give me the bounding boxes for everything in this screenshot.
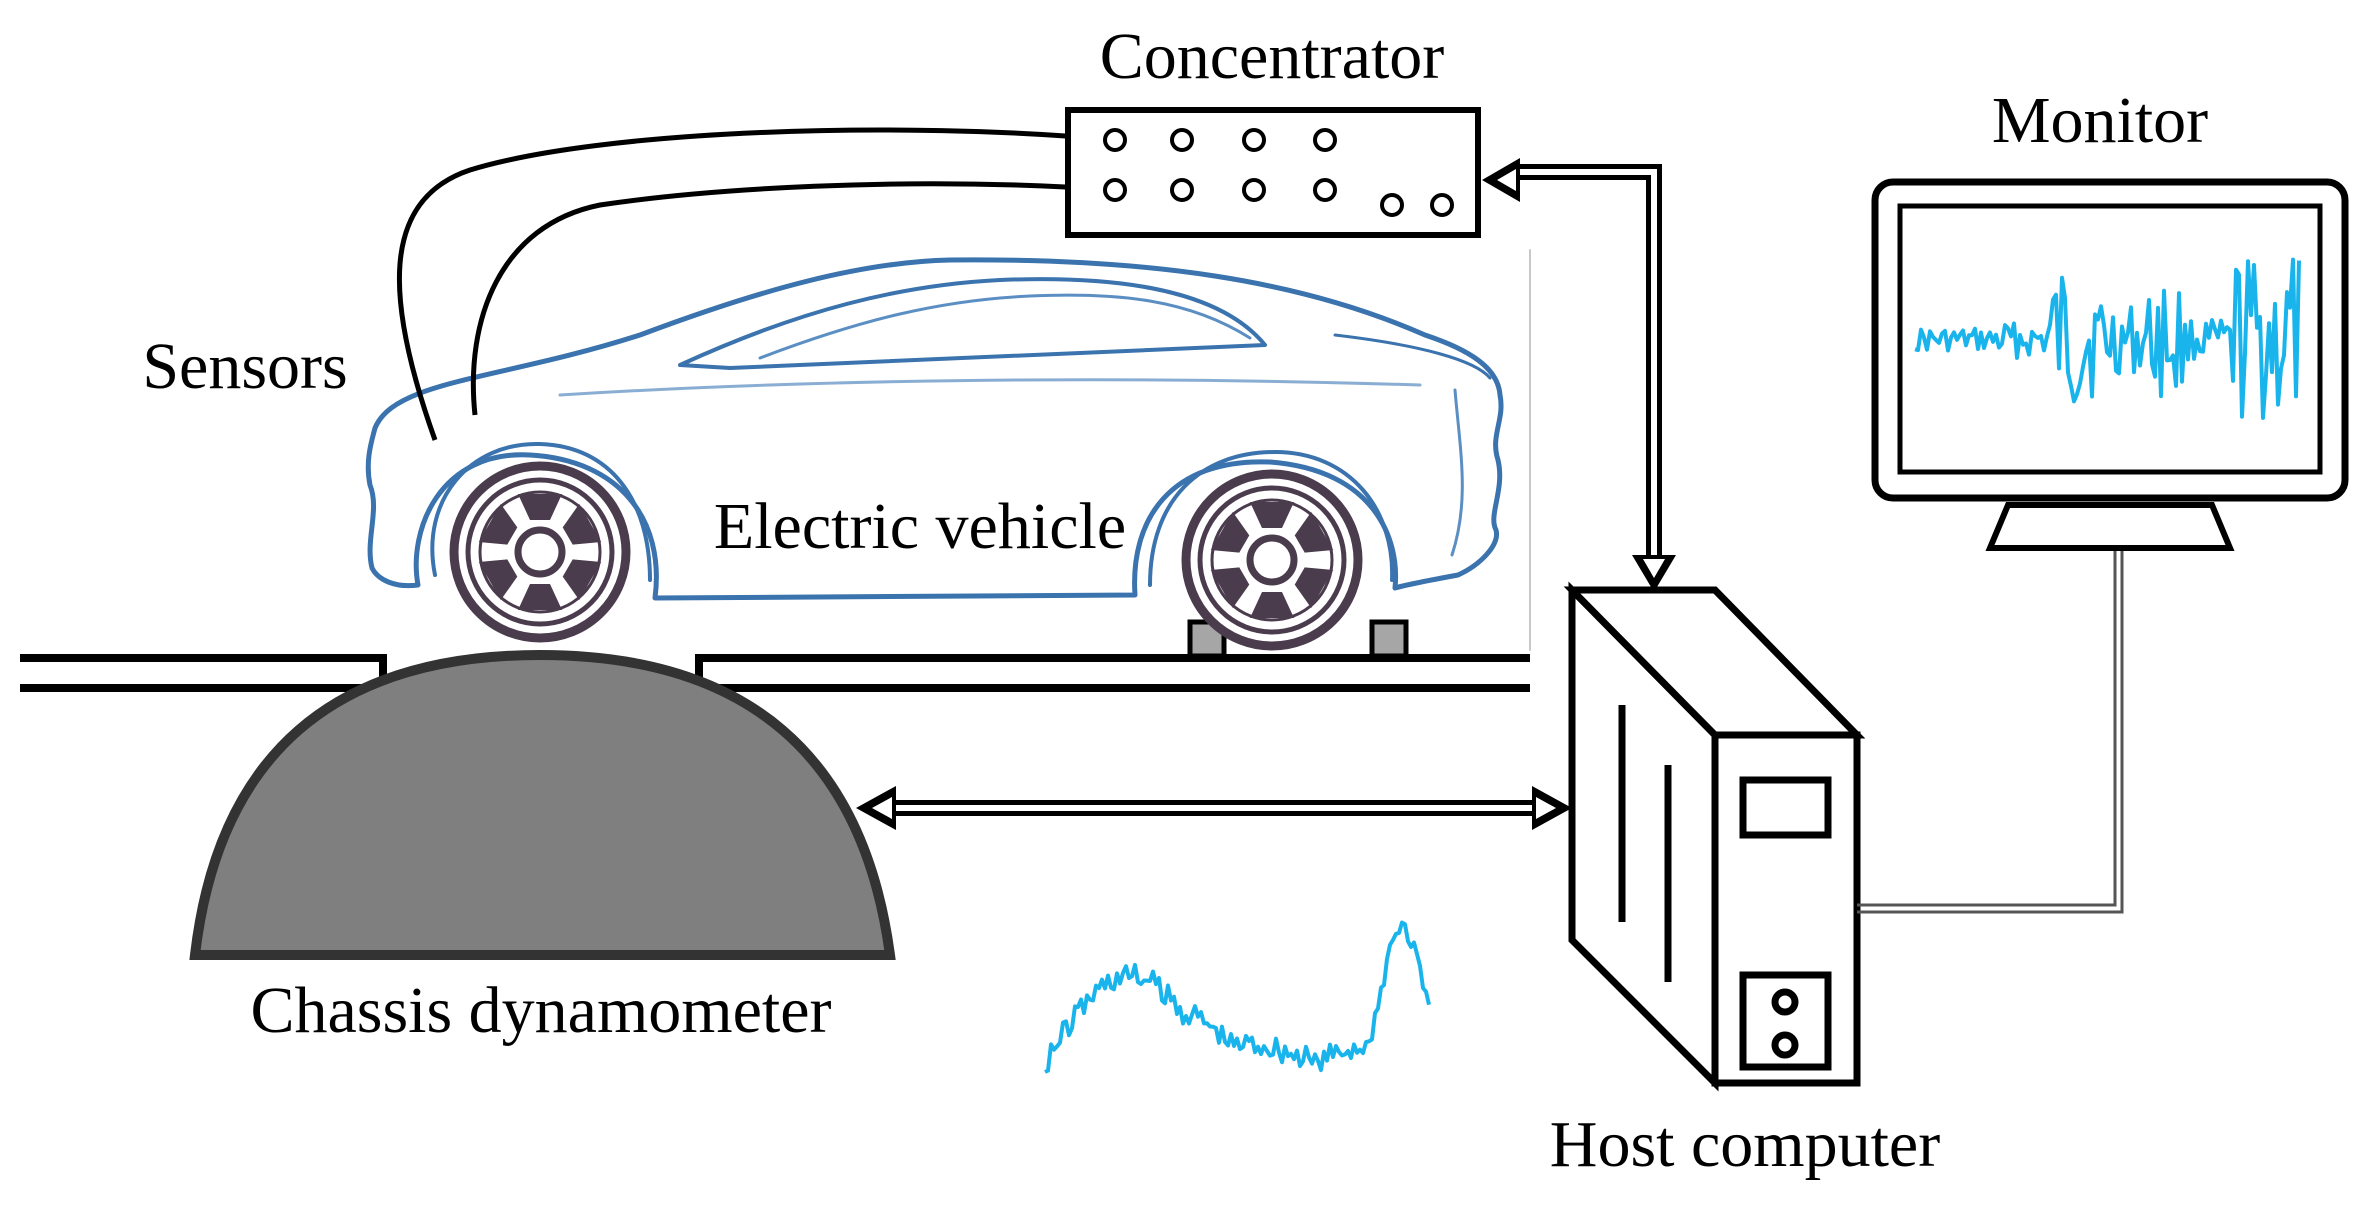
concentrator-host-link-arrow [1482,158,1676,592]
monitor-icon [1871,178,2349,551]
label-sensors: Sensors [142,330,347,403]
concentrator-box [1065,107,1481,238]
tower-computer-icon [1563,581,1866,1092]
track-rails [20,654,1530,692]
label-monitor: Monitor [1992,84,2208,157]
wheel-icon [1186,474,1358,646]
chassis-dynamometer-shape [189,649,896,960]
waveform-icon [1914,257,2301,420]
dynamometer-host-link-arrow [856,786,1572,830]
label-electric-vehicle: Electric vehicle [714,490,1126,563]
sensor-cables [397,127,1116,441]
wheel-chock-right [1369,619,1409,659]
car-outline-icon [365,249,1531,651]
wheel-icon [454,466,626,638]
label-host-computer: Host computer [1550,1108,1940,1181]
monitor-cable [1857,548,2124,914]
label-chassis-dynamometer: Chassis dynamometer [250,974,831,1047]
label-concentrator: Concentrator [1100,20,1445,93]
waveform-icon [1044,920,1431,1074]
